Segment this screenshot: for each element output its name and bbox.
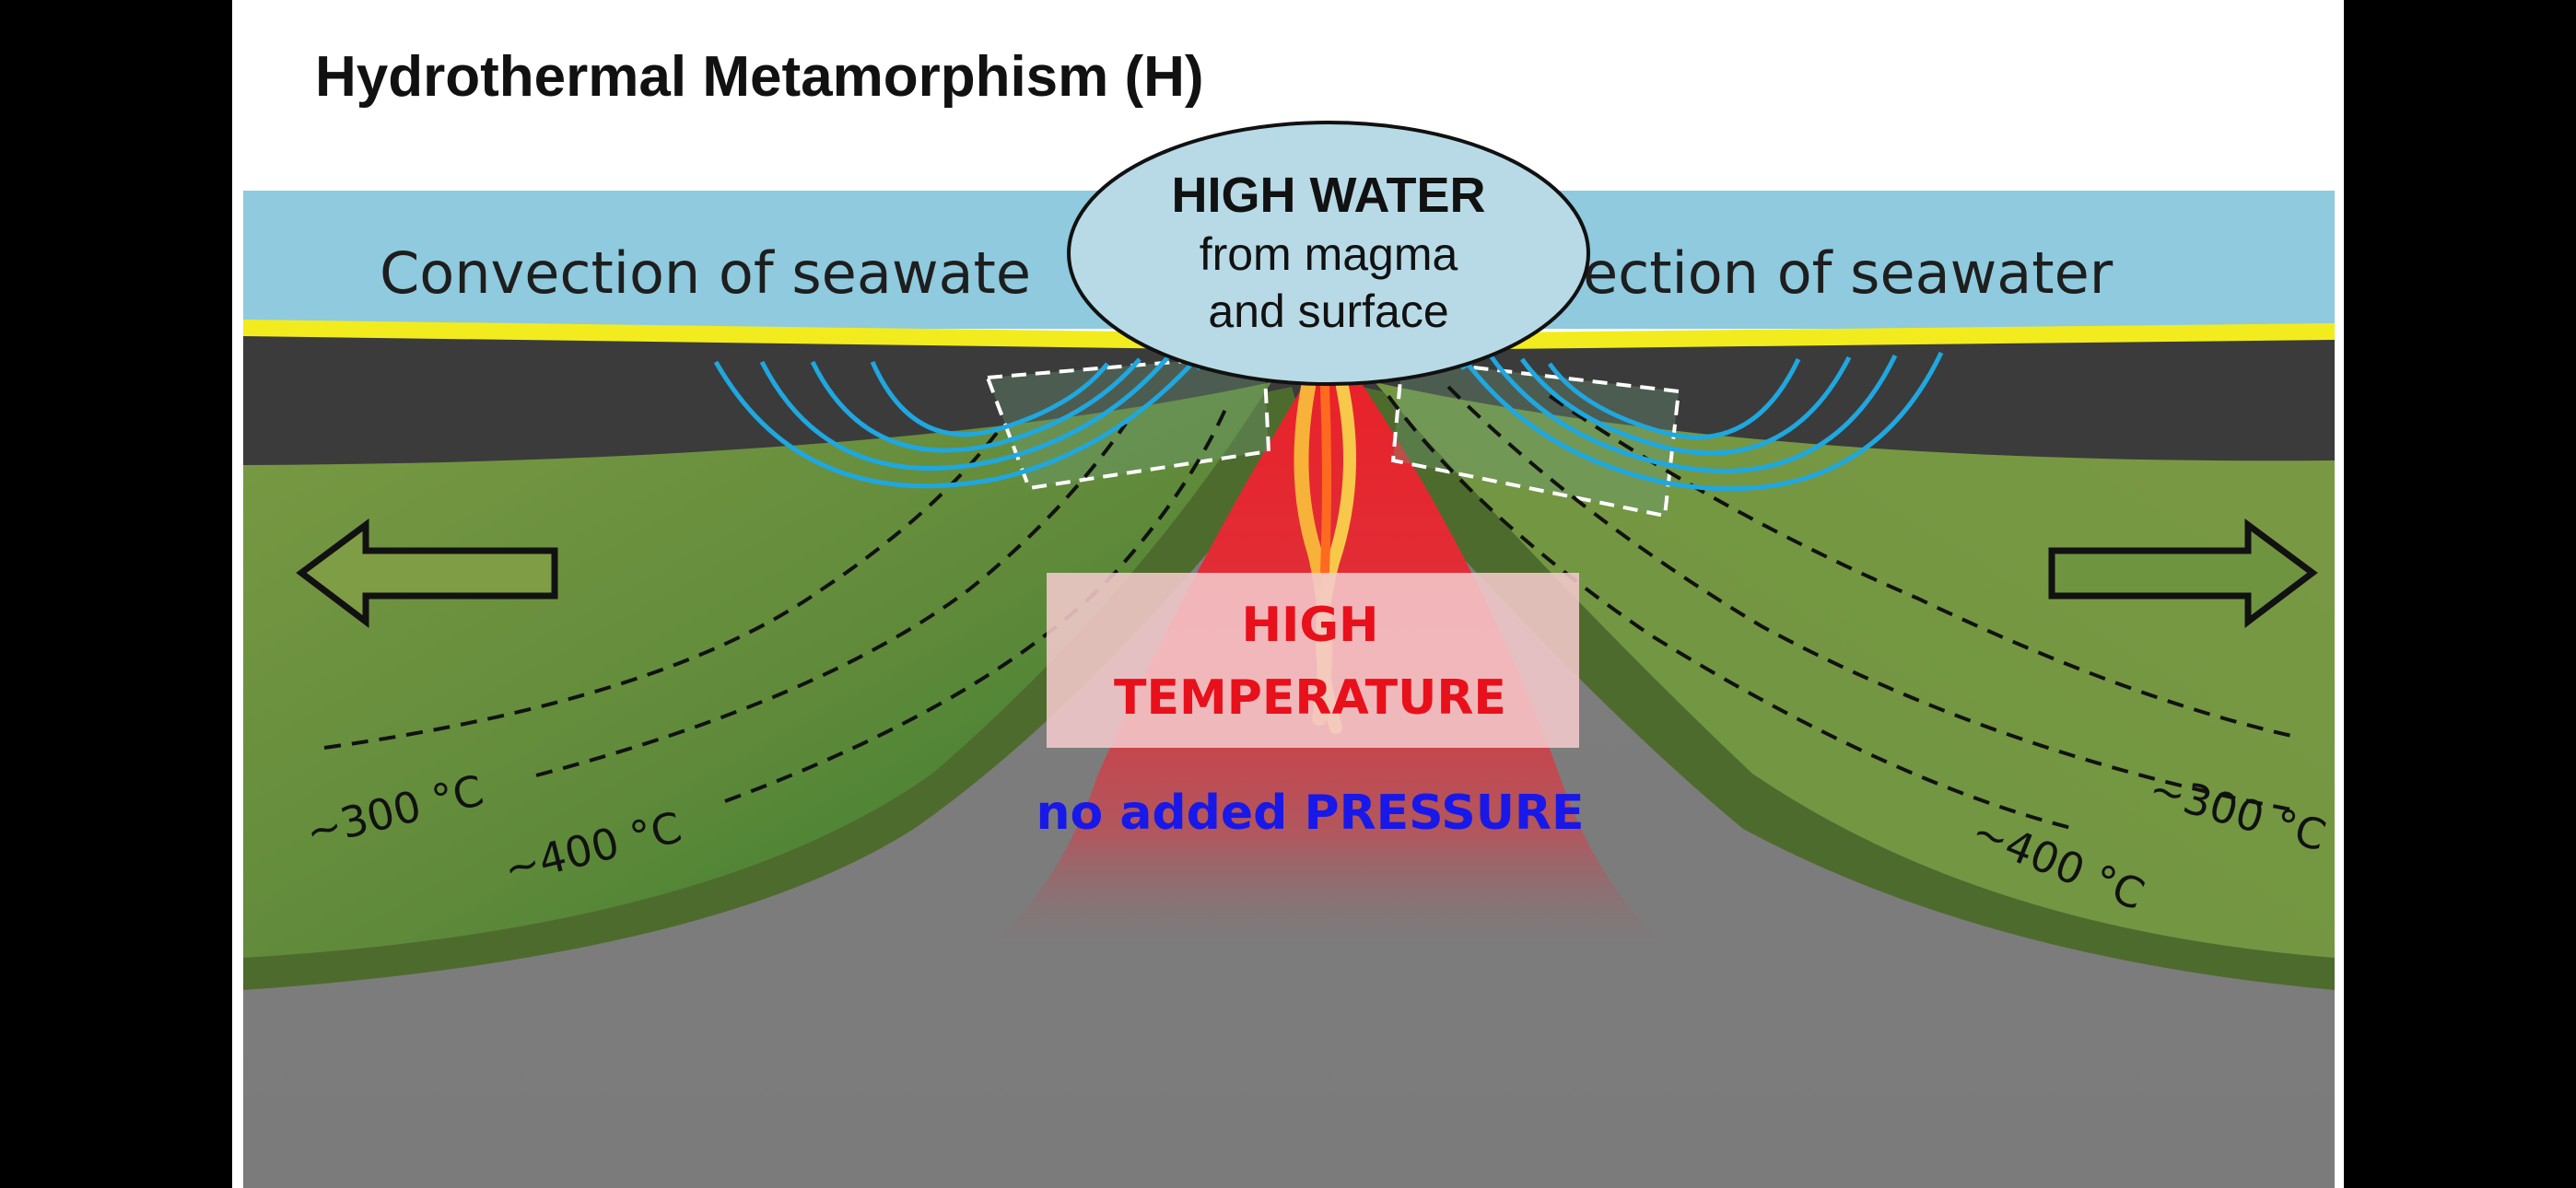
high-water-line1: from magma bbox=[1200, 228, 1458, 280]
seawater-label-left: Convection of seawate bbox=[380, 239, 1031, 307]
crust-right bbox=[1375, 382, 2335, 958]
mid-ocean-ridge-diagram: Convection of seawate nvection of seawat… bbox=[242, 121, 2336, 1188]
high-temperature-line2: TEMPERATURE bbox=[1114, 670, 1506, 726]
high-water-heading: HIGH WATER bbox=[1172, 168, 1486, 223]
high-temperature-line1: HIGH bbox=[1241, 598, 1378, 653]
seawater-label-right: nvection of seawater bbox=[1513, 239, 2113, 307]
high-temperature-box: HIGH TEMPERATURE bbox=[1047, 573, 1579, 748]
spreading-arrow-right bbox=[2048, 518, 2318, 629]
convection-arrows-left bbox=[713, 348, 1206, 489]
convection-arrows-right bbox=[1455, 348, 1944, 492]
crust-left bbox=[243, 382, 1271, 958]
slide: Hydrothermal Metamorphism (H) bbox=[232, 0, 2344, 1188]
isotherm-lines bbox=[323, 385, 2297, 831]
high-water-line2: and surface bbox=[1208, 285, 1448, 337]
high-water-callout: HIGH WATER from magma and surface bbox=[1067, 121, 1590, 386]
spreading-arrow-left bbox=[296, 518, 558, 629]
slide-title: Hydrothermal Metamorphism (H) bbox=[315, 45, 1204, 109]
pressure-label: no added PRESSURE bbox=[1036, 786, 1584, 841]
